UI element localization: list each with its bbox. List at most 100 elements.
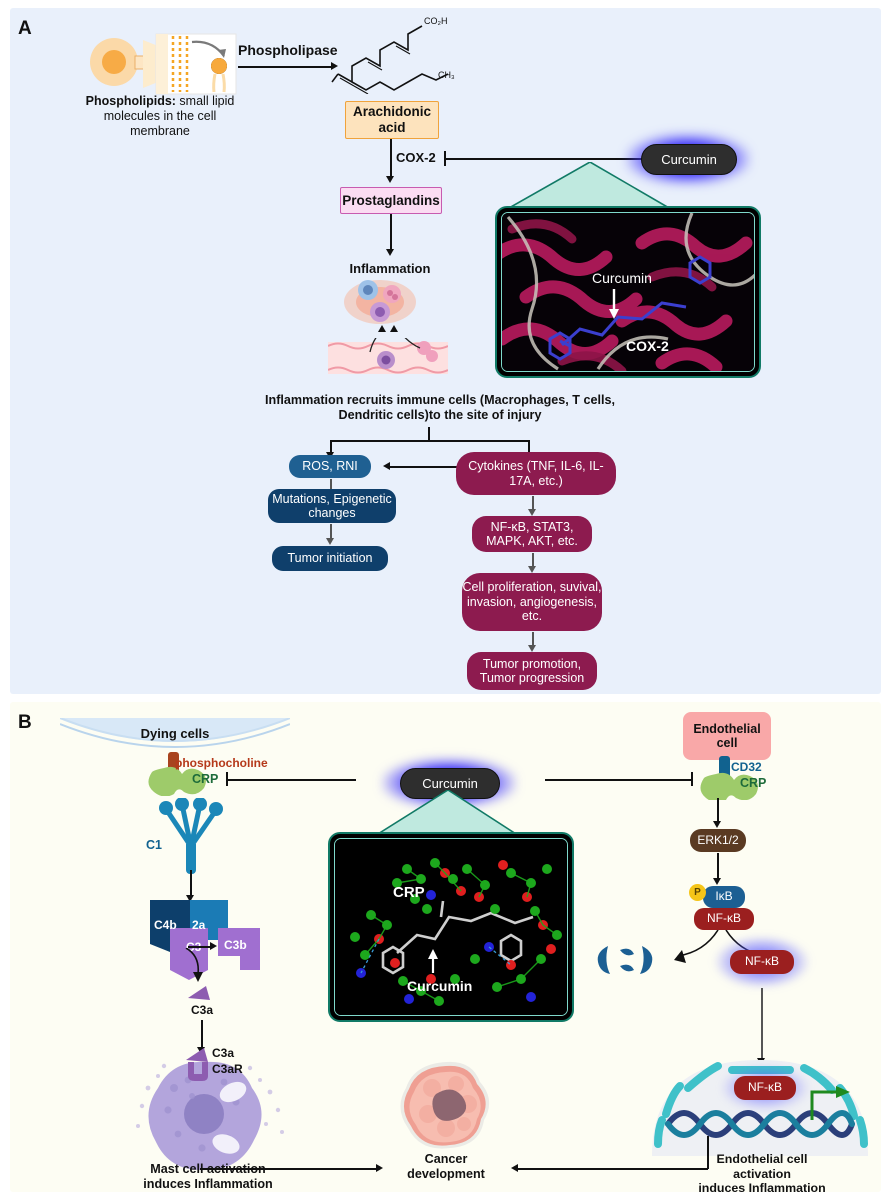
phospholipase-arrow-line [238,66,333,68]
branch-bar [330,440,528,442]
crp-structure-image: CRP Curcumin [334,838,568,1016]
branch-stem [428,427,430,440]
panel-a-label: A [18,18,32,39]
mutations-to-tumor-head [326,538,334,545]
chem-label-cooh: CO₂H [424,16,448,26]
mast-to-cancer-head [376,1164,383,1172]
curcumin-crp-right-line [545,779,693,781]
crp-to-erk-head [713,821,721,828]
recruit-text: Inflammation recruits immune cells (Macr… [200,393,680,423]
cytokines-to-signaling-head [528,509,536,516]
c3a-shape-1 [188,986,210,1000]
prostaglandins-box: Prostaglandins [340,187,442,214]
node-tumor-initiation: Tumor initiation [272,546,388,571]
c4b-label: C4b [154,918,177,932]
c1-label: C1 [146,838,162,852]
endothelial-to-cancer-line [516,1168,708,1170]
node-erk: ERK1/2 [690,829,746,852]
crp-to-erk-line [717,798,719,822]
nfkb-to-nucleus-line [761,988,763,1060]
vessel-arrow-head-1 [378,325,386,332]
curcumin-badge-a[interactable]: Curcumin [626,133,750,185]
proliferation-to-promotion-line [532,632,534,646]
mast-caption: Mast cell activation induces Inflammatio… [108,1162,308,1192]
nfkb-nucleus-label: NF-κB [734,1076,796,1100]
curcumin-cox2-inhibition-bar [444,151,446,166]
cancer-caption: Cancer development [388,1152,504,1182]
crp-receptor-left [148,752,206,796]
inset-molecule-label-a: Curcumin [592,270,652,286]
cytokines-to-ros-head [383,462,390,470]
node-ros-rni: ROS, RNI [289,455,371,478]
cytokines-to-ros-line [390,466,460,468]
node-ikb: IκB [703,886,745,908]
vessel-arrow-head-2 [390,325,398,332]
c3b-label: C3b [224,938,247,952]
phospholipase-label: Phospholipase [238,42,338,58]
recruit-text-line1: Inflammation recruits immune cells (Macr… [265,393,615,407]
dying-cells-illustration [60,718,290,748]
inset-protein-label-a: COX-2 [626,338,669,354]
c3ar-receptor [188,1062,208,1081]
c3-to-c3a-curve [185,948,203,982]
endothelial-caption: Endothelial cell activation induces Infl… [672,1152,852,1196]
endothelial-cell-label: Endothelial cell [693,721,761,751]
node-tumor-promotion: Tumor promotion, Tumor progression [467,652,597,690]
nfkb-free-node: NF-κB [714,936,810,988]
node-cell-proliferation: Cell proliferation, suvival, invasion, a… [462,573,602,631]
cox2-arrow-head [386,176,394,183]
c1-complex [159,798,223,874]
curcumin-badge-b-label: Curcumin [400,768,500,799]
phospholipid-caption: Phospholipids: small lipid molecules in … [75,94,245,138]
curcumin-crp-left-line [226,779,356,781]
branch-left-drop [330,440,332,454]
mast-cell-illustration [136,1061,284,1171]
node-nfkb-complex: NF-κB [694,908,754,930]
arachidonic-acid-box: Arachidonic acid [345,101,439,139]
curcumin-badge-a-label: Curcumin [641,144,737,175]
phospholipase-arrow-head [331,62,338,70]
cox2-label: COX-2 [396,150,436,165]
mutations-to-tumor-line [330,524,332,539]
inflammation-label: Inflammation [349,261,431,276]
erk-to-ikb-line [717,853,719,879]
zoom-beam-b [375,790,519,835]
arachidonic-acid-structure [331,25,449,94]
c3ar-label: C3aR [212,1062,243,1076]
c3a-label-1: C3a [190,1003,213,1017]
immune-cells-cluster [344,280,416,324]
chem-label-ch3: CH₃ [438,70,455,80]
c3a-label-2: C3a [212,1046,235,1060]
endothelial-to-cancer-head [511,1164,518,1172]
cox2-ribbon-graphic: Curcumin COX-2 [502,213,754,371]
curcumin-badge-b[interactable]: Curcumin [382,758,516,808]
cancer-cell-illustration [400,1061,490,1149]
cox2-arrow-line [390,139,392,177]
c3-to-c3b-head [210,942,217,950]
crp-docking-graphic: CRP Curcumin [335,839,567,1015]
crp-label-left: CRP [192,772,219,786]
prostaglandins-arrow-head [386,249,394,256]
endothelial-cell-box: Endothelial cell [683,712,771,760]
degraded-ikb-fragments [597,946,653,974]
cytokines-to-signaling-line [532,496,534,510]
c3-to-c3b-line [188,946,212,948]
node-mutations: Mutations, Epigenetic changes [268,489,396,523]
c3a-down-line [201,1020,203,1048]
nfkb-free-label: NF-κB [730,950,794,974]
crp-label-right: CRP [740,776,767,790]
crp-receptor-right [700,756,758,800]
erk-to-ikb-head [713,878,721,885]
c1-to-c4b-head [186,895,194,902]
cox2-structure-image: Curcumin COX-2 [501,212,755,372]
curcumin-cox2-inhibition-line [444,158,646,160]
phospholipid-caption-rest: small lipid molecules in the cell membra… [103,94,235,138]
c2a-label: 2a [192,918,206,932]
panel-b-label: B [18,712,32,733]
c3a-shape-2 [186,1048,208,1062]
c3b-shape [218,928,260,970]
cancer-caption-line2: development [407,1166,485,1181]
recruit-text-line2: Dendritic cells)to the site of injury [338,407,542,422]
proliferation-to-promotion-head [528,645,536,652]
signaling-to-proliferation-line [532,553,534,567]
